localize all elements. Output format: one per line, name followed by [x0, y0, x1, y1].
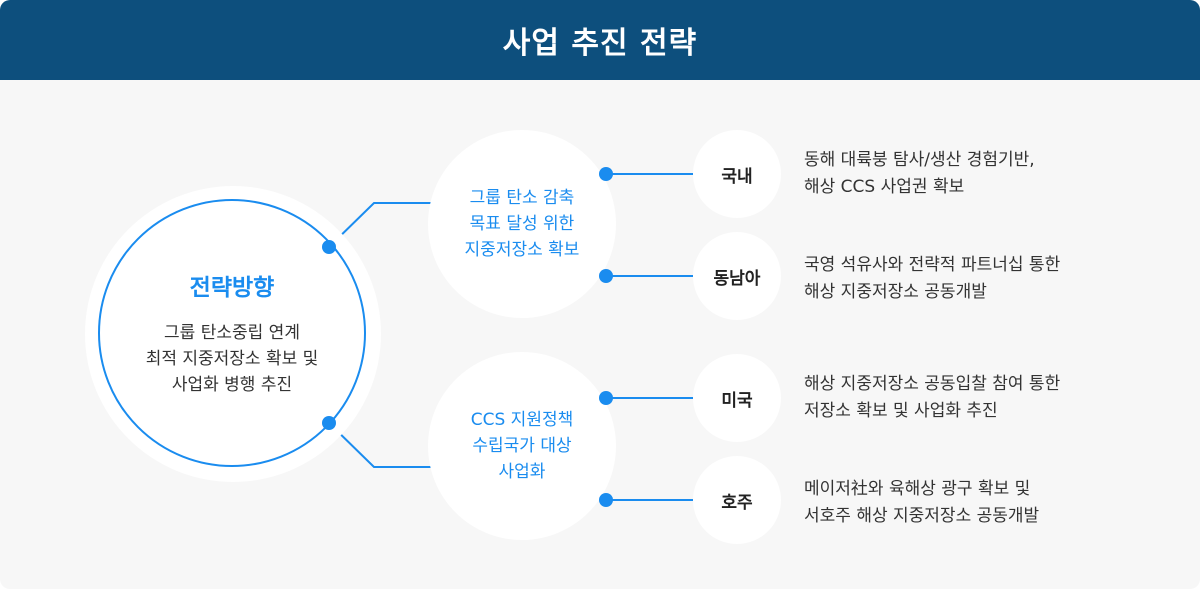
description-australia: 메이저社와 육해상 광구 확보 및 서호주 해상 지중저장소 공동개발 [804, 479, 1040, 526]
country-usa: 미국 [693, 354, 781, 442]
strategy-title: 전략방향 [189, 275, 275, 301]
connector-dot-domestic [599, 167, 613, 181]
goal-label-1: 그룹 탄소 감축 목표 달성 위한 지중저장소 확보 [464, 188, 580, 260]
description-usa: 해상 지중저장소 공동입찰 참여 통한 저장소 확보 및 사업화 추진 [804, 374, 1061, 421]
connector-dot-main-bottom [322, 416, 336, 430]
connector-dot-main-top [322, 240, 336, 254]
description-domestic: 동해 대륙붕 탐사/생산 경험기반, 해상 CCS 사업권 확보 [804, 150, 1035, 197]
connector-dot-australia [599, 493, 613, 507]
goal-circle-2: CCS 지원정책 수립국가 대상 사업화 [428, 352, 616, 540]
country-southeast-asia: 동남아 [693, 232, 781, 320]
country-australia: 호주 [693, 456, 781, 544]
connector-main-goal1 [328, 202, 433, 248]
strategy-description: 그룹 탄소중립 연계 최적 지중저장소 확보 및 사업화 병행 추진 [145, 323, 319, 395]
page-title: 사업 추진 전략 [0, 0, 1200, 80]
description-southeast-asia: 국영 석유사와 전략적 파트너십 통한 해상 지중저장소 공동개발 [804, 255, 1061, 302]
connector-dot-sea [599, 269, 613, 283]
country-domestic: 국내 [693, 130, 781, 218]
connector-dot-usa [599, 391, 613, 405]
goal-circle-1: 그룹 탄소 감축 목표 달성 위한 지중저장소 확보 [428, 130, 616, 318]
goal-label-2: CCS 지원정책 수립국가 대상 사업화 [470, 410, 574, 482]
strategy-circle: 전략방향 그룹 탄소중립 연계 최적 지중저장소 확보 및 사업화 병행 추진 [98, 199, 366, 467]
connector-main-goal2 [328, 422, 433, 468]
